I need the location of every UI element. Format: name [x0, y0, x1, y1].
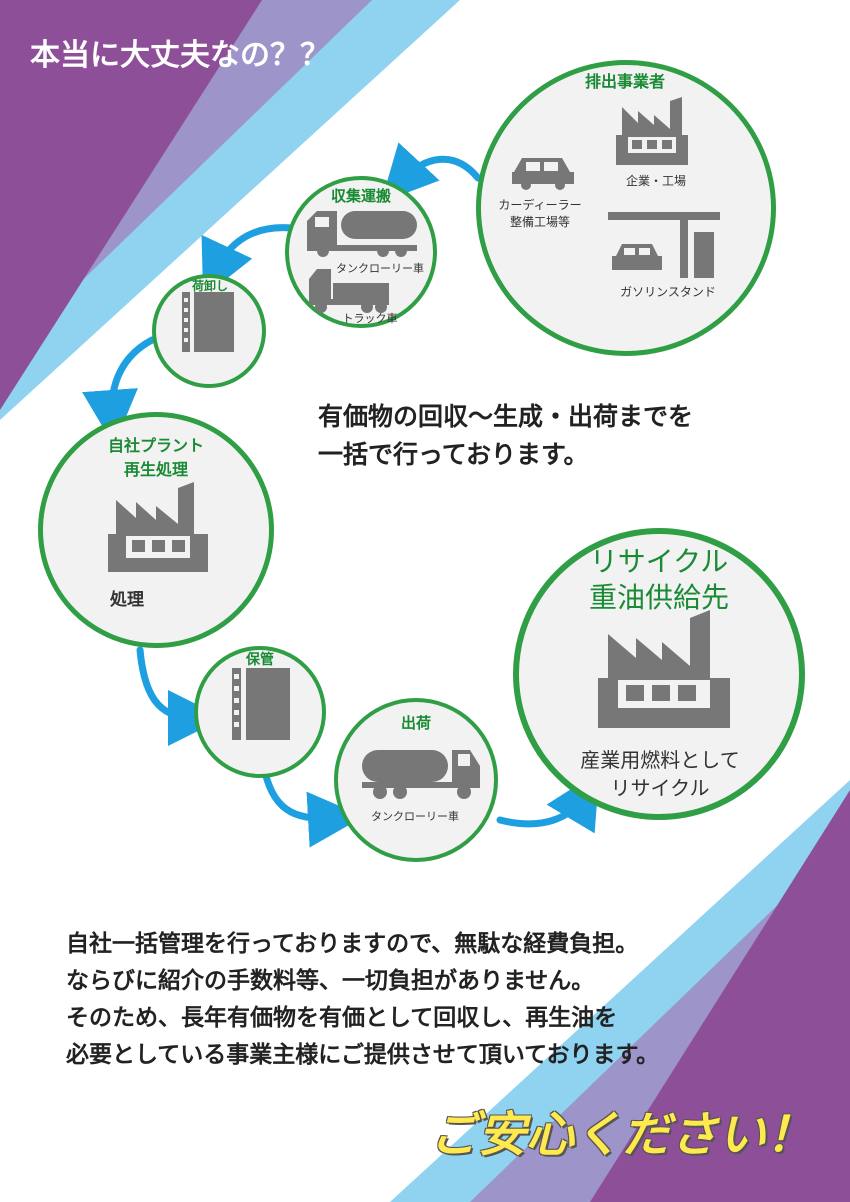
arrow-emitter-to-collection: [380, 142, 482, 203]
plant-label-2: 再生処理: [123, 460, 188, 479]
mid-text-line-2: 一括で行っております。: [318, 440, 589, 469]
collection-label: 収集運搬: [330, 187, 391, 205]
step-emitter: [476, 60, 776, 356]
gas-station-label: ガソリンスタンド: [620, 285, 716, 299]
unloading-label: 荷卸し: [191, 279, 228, 293]
destination-factory-icon: [598, 610, 730, 728]
body-text-line-3: そのため、長年有価物を有価として回収し、再生油を: [66, 1004, 618, 1031]
storage-tank-icon: [232, 668, 290, 740]
destination-caption-2: リサイクル: [610, 776, 710, 800]
page-title: 本当に大丈夫なの？？: [30, 38, 330, 73]
car-icon: [512, 158, 574, 190]
shipping-tanker-label: タンクローリー車: [371, 810, 459, 823]
body-text-line-4: 必要としている事業主様にご提供させて頂いております。: [66, 1041, 660, 1068]
mid-text: 有価物の回収～生成・出荷までを 一括で行っております。: [318, 398, 693, 474]
body-text: 自社一括管理を行っておりますので、無駄な経費負担。 ならびに紹介の手数料等、一切…: [66, 925, 659, 1073]
collection-tanker-label: タンクローリー車: [336, 262, 424, 275]
arrow-plant-to-storage: [136, 646, 224, 746]
emitter-label: 排出事業者: [584, 72, 665, 91]
body-text-line-2: ならびに紹介の手数料等、一切負担がありません。: [66, 967, 595, 994]
tanker-truck-icon: [307, 211, 417, 257]
tank-icon: [182, 292, 234, 352]
arrow-collection-to-unloading: [201, 224, 296, 298]
factory-icon: [616, 97, 688, 165]
storage-label: 保管: [246, 652, 274, 668]
arrow-unloading-to-plant: [82, 336, 156, 446]
closing-message: ご安心ください！: [430, 1107, 815, 1163]
plant-caption: 処理: [110, 590, 144, 610]
truck-label: トラック車: [342, 312, 398, 325]
plant-label-1: 自社プラント: [107, 436, 204, 455]
plant-factory-icon: [108, 482, 208, 572]
destination-label-2: 重油供給先: [588, 581, 729, 614]
arrow-shipping-to-destination: [496, 771, 600, 834]
truck-icon: [309, 269, 389, 313]
shipping-label: 出荷: [400, 714, 431, 732]
repair-shop-label: 整備工場等: [509, 215, 570, 229]
company-label: 企業・工場: [625, 174, 686, 188]
gas-station-icon: [608, 212, 720, 278]
shipping-tanker-icon: [362, 750, 480, 799]
mid-text-line-1: 有価物の回収～生成・出荷までを: [318, 402, 694, 431]
destination-label-1: リサイクル: [589, 545, 729, 578]
car-dealer-label: カーディーラー: [498, 198, 582, 212]
body-text-line-1: 自社一括管理を行っておりますので、無駄な経費負担。: [66, 930, 639, 957]
arrow-storage-to-shipping: [261, 768, 364, 848]
destination-caption-1: 産業用燃料として: [580, 748, 740, 772]
